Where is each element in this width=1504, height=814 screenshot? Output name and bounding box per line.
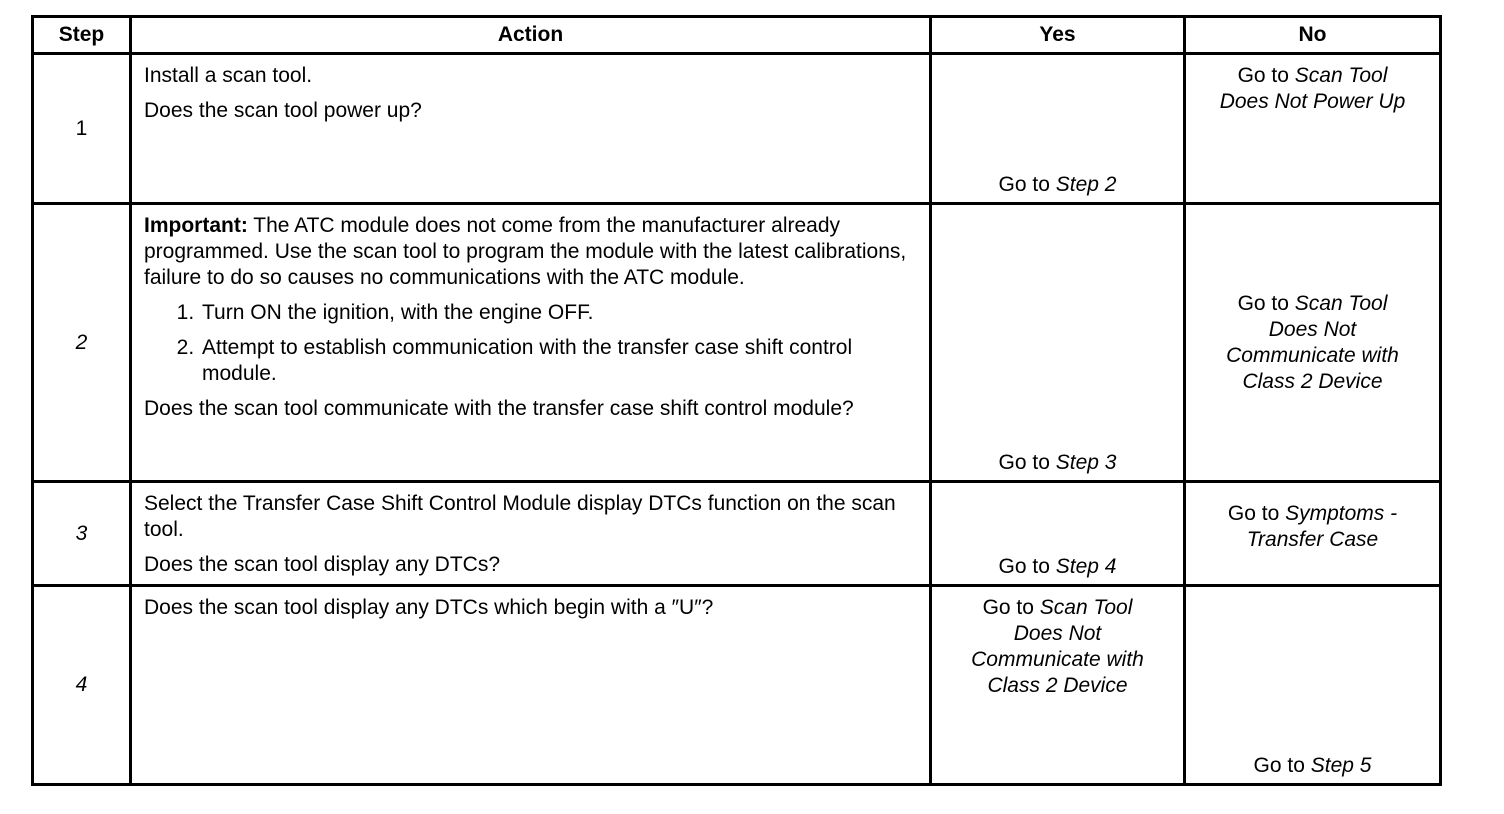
header-yes: Yes	[929, 15, 1186, 55]
no-target-link[interactable]: Go to Scan Tool Does Not Power Up	[1186, 55, 1439, 115]
yes-target-link[interactable]: Go to Step 4	[932, 554, 1183, 580]
target-name: Step 3	[1055, 451, 1117, 474]
important-text: The ATC module does not come from the ma…	[144, 214, 907, 289]
target-name-line2: Does Not Power Up	[1219, 90, 1406, 113]
target-name-line3: Communicate with	[1226, 343, 1399, 367]
target-name: Step 2	[1055, 173, 1117, 196]
action-text: Install a scan tool.	[144, 64, 313, 87]
action-question: Does the scan tool power up?	[144, 99, 422, 122]
table-row-step-4: 4 Does the scan tool display any DTCs wh…	[31, 584, 1442, 786]
step-number: 4	[31, 584, 132, 786]
goto-prefix: Go to	[1227, 502, 1286, 525]
header-action: Action	[129, 15, 932, 55]
target-name-line4: Class 2 Device	[987, 674, 1128, 697]
target-name: Step 4	[1055, 555, 1117, 578]
goto-prefix: Go to	[1237, 291, 1295, 315]
header-row: Step Action Yes No	[31, 15, 1442, 55]
target-name-line2: Transfer Case	[1246, 528, 1379, 551]
no-target-link[interactable]: Go to Symptoms - Transfer Case	[1186, 501, 1439, 553]
action-question: Does the scan tool display any DTCs whic…	[144, 596, 714, 619]
action-question: Does the scan tool display any DTCs?	[144, 553, 501, 576]
no-target-link[interactable]: Go to Scan Tool Does Not Communicate wit…	[1186, 291, 1439, 395]
no-cell: Go to Step 5	[1183, 584, 1442, 786]
action-cell: Select the Transfer Case Shift Control M…	[129, 480, 932, 587]
action-cell: Important: The ATC module does not come …	[129, 202, 932, 483]
action-text: Select the Transfer Case Shift Control M…	[144, 492, 896, 541]
important-label: Important:	[144, 214, 248, 237]
step-number: 3	[31, 480, 132, 587]
procedure-step: Attempt to establish communication with …	[200, 335, 919, 387]
goto-prefix: Go to	[998, 451, 1056, 474]
yes-cell: Go to Step 2	[929, 52, 1186, 205]
target-name-line1: Scan Tool	[1039, 596, 1133, 619]
no-target-link[interactable]: Go to Step 5	[1186, 753, 1439, 779]
action-cell: Install a scan tool. Does the scan tool …	[129, 52, 932, 205]
header-step: Step	[31, 15, 132, 55]
yes-target-link[interactable]: Go to Scan Tool Does Not Communicate wit…	[932, 587, 1183, 699]
goto-prefix: Go to	[998, 173, 1056, 196]
target-name-line4: Class 2 Device	[1242, 369, 1383, 393]
target-name-line1: Scan Tool	[1294, 64, 1388, 87]
goto-prefix: Go to	[1253, 754, 1311, 777]
target-name-line3: Communicate with	[971, 648, 1144, 671]
yes-cell: Go to Step 3	[929, 202, 1186, 483]
procedure-step: Turn ON the ignition, with the engine OF…	[200, 300, 919, 326]
no-cell: Go to Scan Tool Does Not Communicate wit…	[1183, 202, 1442, 483]
step-number: 2	[31, 202, 132, 483]
action-question: Does the scan tool communicate with the …	[144, 397, 854, 420]
yes-cell: Go to Step 4	[929, 480, 1186, 587]
goto-prefix: Go to	[998, 555, 1056, 578]
yes-target-link[interactable]: Go to Step 3	[932, 450, 1183, 476]
goto-prefix: Go to	[982, 596, 1040, 619]
action-cell: Does the scan tool display any DTCs whic…	[129, 584, 932, 786]
target-name-line1: Scan Tool	[1294, 291, 1388, 315]
target-name-line1: Symptoms -	[1285, 502, 1398, 525]
yes-cell: Go to Scan Tool Does Not Communicate wit…	[929, 584, 1186, 786]
target-name-line2: Does Not	[1013, 622, 1102, 645]
procedure-list: Turn ON the ignition, with the engine OF…	[144, 300, 919, 387]
important-note: Important: The ATC module does not come …	[144, 213, 919, 291]
diagnostic-table: Step Action Yes No 1 Install a scan tool…	[31, 15, 1442, 786]
header-no: No	[1183, 15, 1442, 55]
yes-target-link[interactable]: Go to Step 2	[932, 172, 1183, 198]
step-number: 1	[31, 52, 132, 205]
table-row-step-1: 1 Install a scan tool. Does the scan too…	[31, 52, 1442, 205]
no-cell: Go to Scan Tool Does Not Power Up	[1183, 52, 1442, 205]
table-row-step-3: 3 Select the Transfer Case Shift Control…	[31, 480, 1442, 587]
table-row-step-2: 2 Important: The ATC module does not com…	[31, 202, 1442, 483]
target-name-line2: Does Not	[1268, 317, 1357, 341]
target-name: Step 5	[1310, 754, 1372, 777]
no-cell: Go to Symptoms - Transfer Case	[1183, 480, 1442, 587]
goto-prefix: Go to	[1237, 64, 1295, 87]
